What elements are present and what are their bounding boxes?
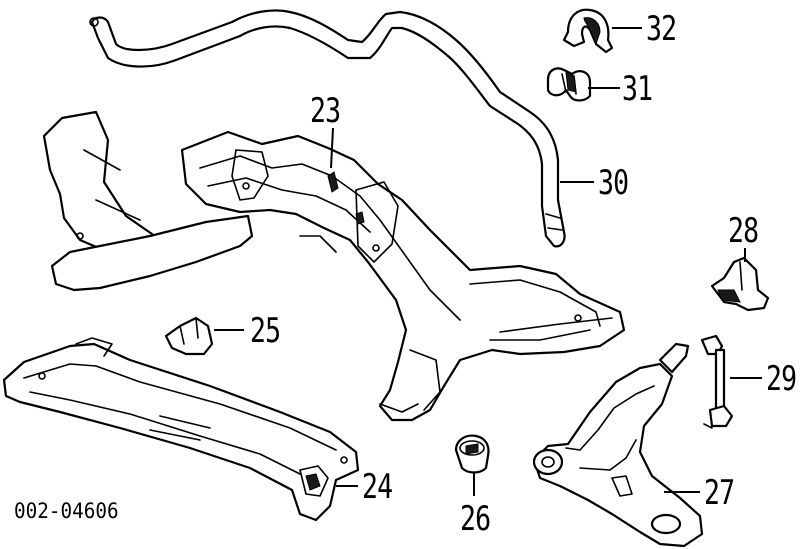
- stabilizer-bar: [89, 9, 566, 248]
- callout-30: 30: [598, 163, 629, 203]
- callout-24: 24: [362, 467, 393, 507]
- bushing-28: [710, 256, 770, 312]
- document-number: 002-04606: [14, 499, 119, 523]
- callout-27: 27: [704, 473, 735, 513]
- bushing-31: [546, 67, 592, 102]
- bracket-32: [562, 8, 614, 54]
- stabilizer-link: [700, 334, 734, 429]
- leader-lines: [214, 27, 762, 496]
- callout-23: 23: [310, 91, 341, 131]
- lower-control-arm: [532, 342, 704, 548]
- bushing-26: [454, 434, 490, 474]
- callout-32: 32: [646, 9, 677, 49]
- callout-28: 28: [728, 211, 759, 251]
- callout-26: 26: [460, 499, 491, 539]
- callout-31: 31: [622, 69, 653, 109]
- rear-crossmember: [2, 337, 360, 522]
- front-crossmember: [42, 110, 626, 422]
- callout-29: 29: [766, 359, 797, 399]
- callout-25: 25: [250, 311, 281, 351]
- mount-25: [164, 316, 214, 356]
